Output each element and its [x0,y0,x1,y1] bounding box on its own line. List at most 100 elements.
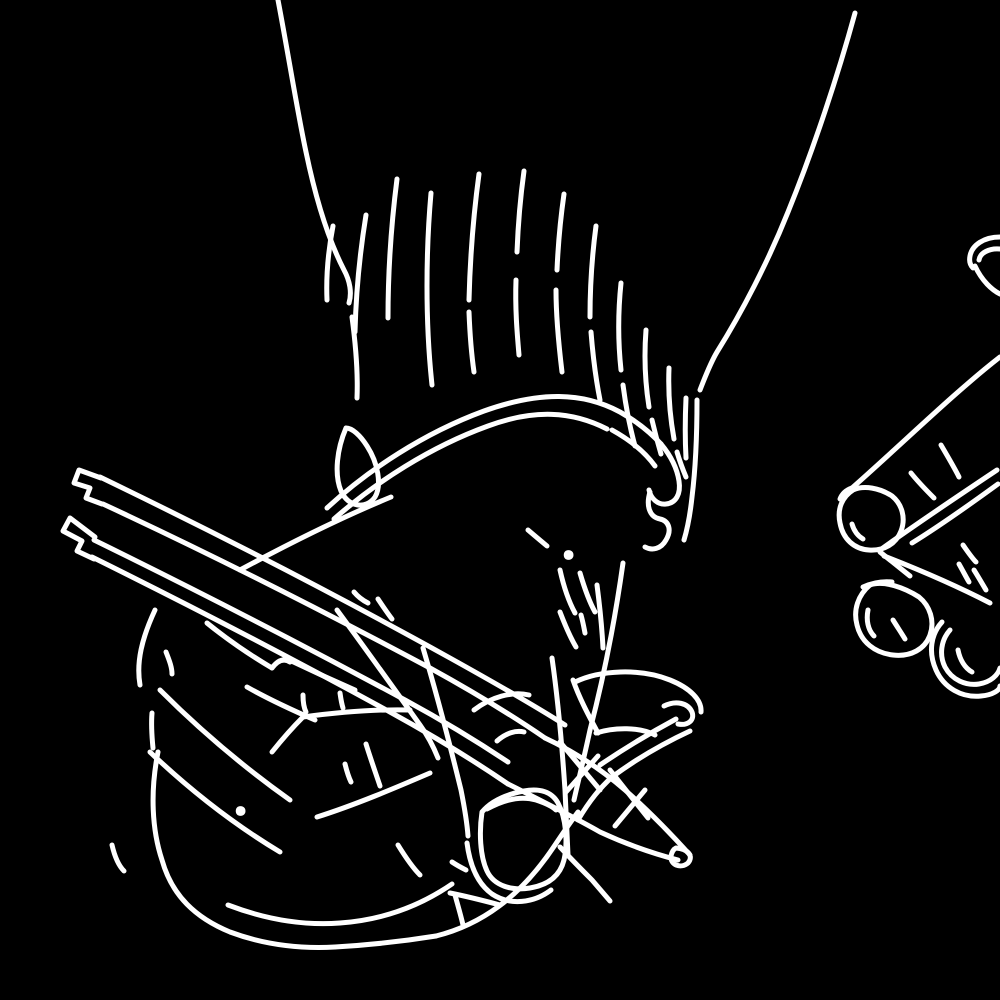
sleeve-folds-stroke [352,212,369,335]
pen-stroke [612,787,648,829]
knuckles-stroke [578,612,588,636]
sleeve-folds-stroke [553,287,565,375]
sleeve-folds-stroke [666,365,677,442]
curled-fingers-stroke [342,761,354,785]
curled-fingers-stroke [235,806,246,816]
pen-group [60,467,693,869]
index-finger-stroke [471,691,532,713]
second-hand-stroke [972,263,1000,297]
index-finger-stroke [420,645,471,839]
second-hand-stroke [971,567,989,593]
curled-fingers-stroke [363,741,383,789]
curled-fingers-stroke [225,881,455,927]
pen-stroke [97,474,568,728]
second-hand-group [836,234,1000,699]
knuckles-stroke [563,550,574,560]
curled-fingers-stroke [395,842,423,878]
sleeve-folds-stroke [514,168,527,255]
curled-fingers-stroke [314,770,433,820]
second-hand-stroke [976,246,1000,263]
curled-fingers-stroke [163,649,175,677]
curled-fingers-group [109,589,613,950]
wrist-cuff-stroke [237,494,394,573]
knuckles-stroke [557,609,579,650]
curled-fingers-stroke [109,842,127,874]
knuckles-stroke [594,582,606,651]
second-hand-stroke [837,485,855,502]
thumb-stroke [572,669,704,715]
second-hand-stroke [955,647,975,675]
wrist-cuff-stroke [324,394,664,511]
pen-stroke [607,767,651,821]
sleeve-folds-group [324,168,689,480]
wrist-cuff-group [237,394,664,573]
second-hand-stroke [853,581,935,658]
pen-stroke [60,515,98,562]
knuckles-stroke [525,527,550,549]
sleeve-stroke [275,0,353,306]
wrist-cuff-stroke [331,411,610,522]
curled-fingers-stroke [300,692,309,715]
pen-stroke [91,537,511,765]
pen-stroke [668,845,693,869]
sleeve-folds-stroke [674,449,689,480]
second-hand-stroke [938,442,962,480]
curled-fingers-stroke [375,596,395,622]
index-finger-stroke [334,607,441,761]
second-hand-stroke [836,485,906,553]
curled-fingers-stroke [136,607,158,688]
knuckles-stroke [642,489,672,552]
second-hand-stroke [860,579,895,590]
pen-stroke [505,781,681,863]
sleeve-stroke [681,397,700,543]
thumb-group [570,669,704,823]
index-finger-group [334,607,571,908]
pen-stroke [563,753,601,795]
second-hand-stroke [881,553,993,606]
sleeve-folds-stroke [587,223,599,320]
curled-fingers-stroke [300,707,413,720]
sleeve-folds-stroke [324,223,336,303]
curled-fingers-stroke [149,710,156,751]
second-hand-stroke [849,354,1000,491]
second-hand-stroke [939,627,1000,687]
index-finger-stroke [464,840,554,905]
second-hand-stroke [890,617,908,642]
pen-stroke [89,554,511,787]
sleeve-folds-stroke [554,191,567,273]
index-finger-stroke [494,728,527,744]
curled-fingers-stroke [557,844,613,904]
sleeve-folds-stroke [424,190,435,388]
sleeve-folds-stroke [385,176,400,321]
sleeve-group [275,0,858,543]
index-finger-stroke [449,859,469,873]
sleeve-folds-stroke [513,277,522,358]
curled-fingers-stroke [332,933,439,950]
curled-fingers-stroke [147,749,283,855]
curled-fingers-stroke [269,714,306,755]
curled-fingers-stroke [351,589,371,606]
knuckles-stroke [577,570,598,615]
second-hand-stroke [909,481,1000,546]
second-hand-stroke [908,470,937,501]
second-hand-stroke [864,607,877,639]
wrist-cuff-stroke [334,425,381,508]
knuckles-group [525,427,682,803]
knuckles-stroke [646,441,682,507]
second-hand-stroke [956,561,972,585]
sleeve-folds-stroke [682,395,689,461]
curled-fingers-stroke [157,687,293,803]
curled-fingers-stroke [433,809,581,939]
sleeve-stroke [697,10,858,393]
second-hand-stroke [849,521,866,542]
sleeve-folds-stroke [466,309,477,375]
pen-stroke [71,467,105,507]
knuckles-stroke [609,427,658,469]
sleeve-folds-stroke [642,327,652,410]
sleeve-folds-stroke [616,280,624,373]
thumb-stroke [609,728,693,780]
pen-stroke [100,501,548,741]
thumb-stroke [661,700,696,727]
